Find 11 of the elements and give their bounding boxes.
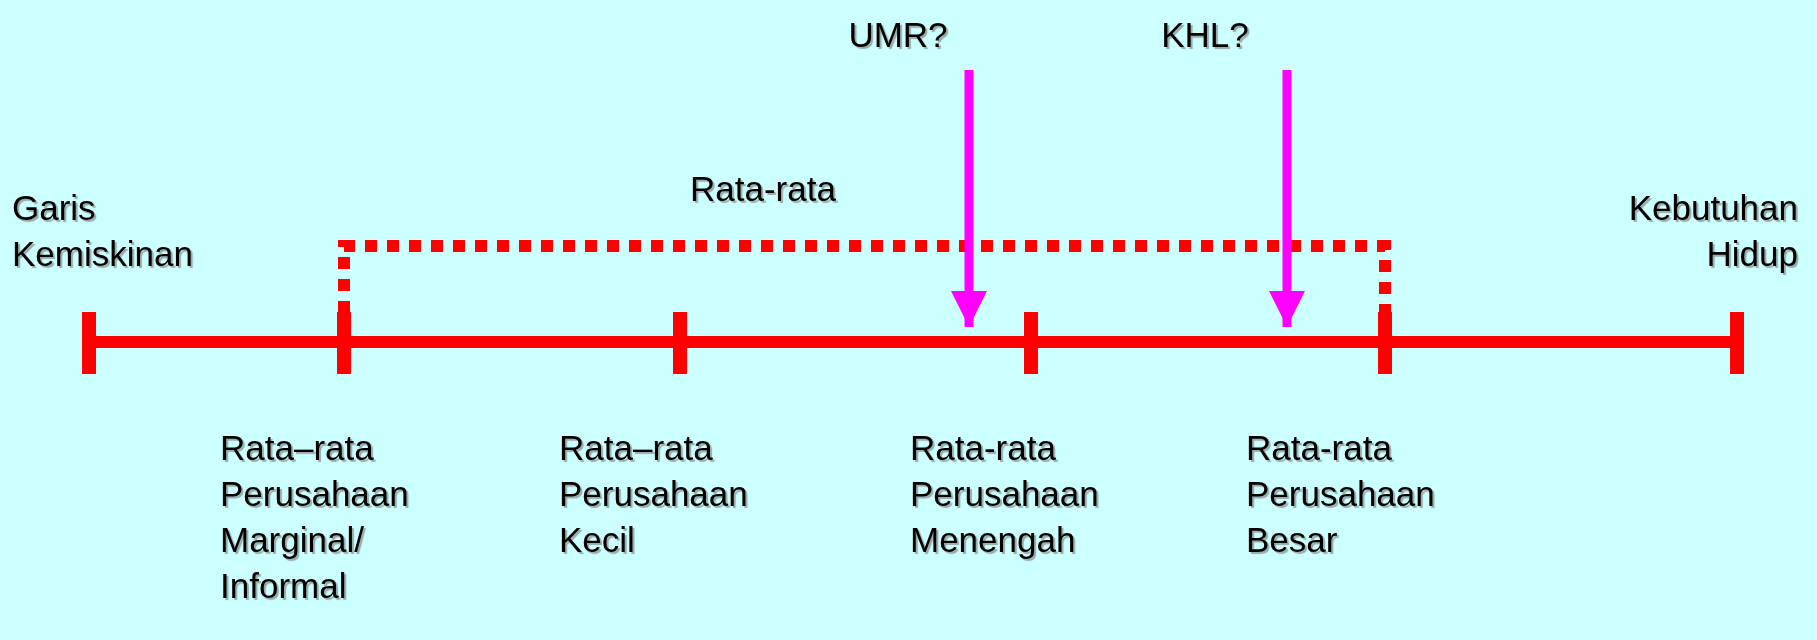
tick-label: Rata-rata Perusahaan Besar (1246, 427, 1436, 561)
tick-label: Rata–rata Perusahaan Kecil (559, 427, 749, 561)
tick-label: Rata-rata Perusahaan Menengah (910, 427, 1100, 561)
scale-end-label: Garis Kemiskinan (12, 187, 194, 275)
question-label: UMR? (848, 12, 948, 58)
bracket-label: Rata-rata (690, 168, 837, 210)
question-label: KHL? (1161, 12, 1249, 58)
scale-end-label: Kebutuhan Hidup (1627, 187, 1798, 275)
arrow (1269, 70, 1305, 327)
tick-label: Rata–rata Perusahaan Marginal/ Informal (220, 427, 410, 607)
arrow (951, 70, 987, 327)
